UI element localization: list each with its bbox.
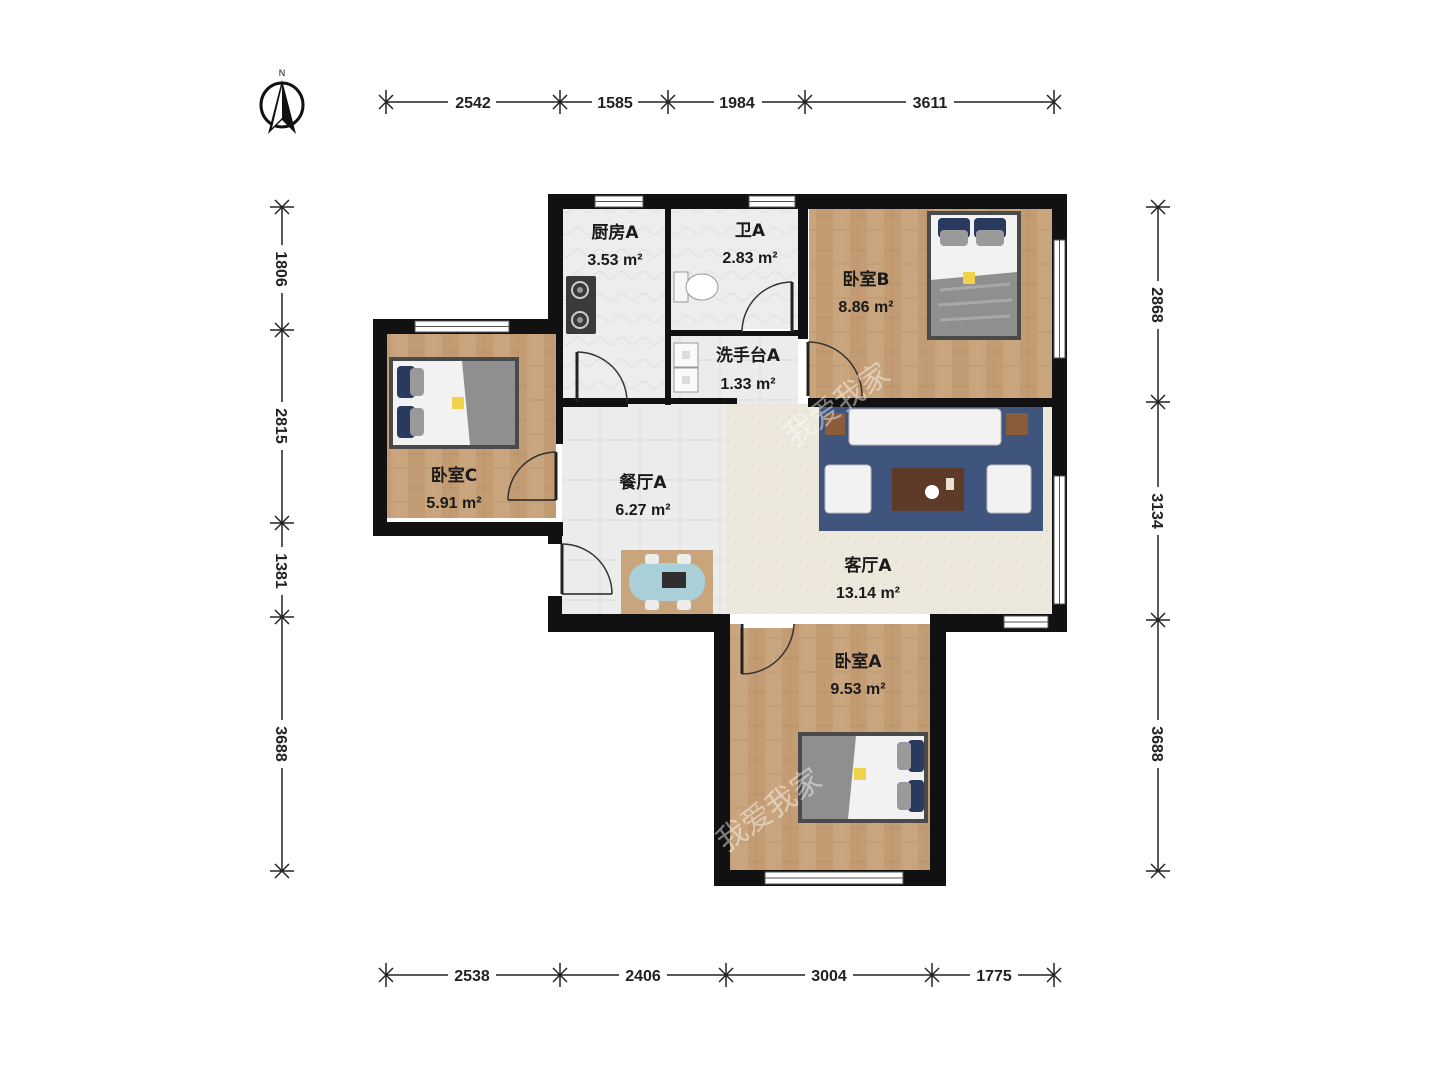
room-area-bedroom-c: 5.91 m² [426, 495, 481, 512]
dim-top-3: 1984 [719, 95, 755, 112]
dimension-left [270, 199, 294, 879]
bed-icon [798, 732, 928, 823]
dim-bottom-1: 2538 [454, 968, 490, 985]
bed-icon [389, 357, 519, 449]
dim-bottom-4: 1775 [976, 968, 1012, 985]
room-name-dining: 餐厅A [619, 472, 667, 493]
dim-right-3: 3688 [1148, 726, 1165, 762]
stove-icon [566, 276, 596, 334]
room-name-kitchen: 厨房A [591, 222, 639, 243]
room-name-bathroom: 卫A [735, 221, 766, 241]
doors [507, 281, 863, 675]
room-area-living: 13.14 m² [836, 585, 900, 602]
room-area-bedroom-a: 9.53 m² [830, 681, 885, 698]
dimension-right-labels: 2868 3134 3688 [1148, 281, 1168, 768]
dim-left-2: 2815 [272, 408, 289, 444]
room-area-bedroom-b: 8.86 m² [838, 299, 893, 316]
room-name-bedroom-c: 卧室C [431, 465, 477, 486]
room-labels: 厨房A 3.53 m² 卫A 2.83 m² 洗手台A 1.33 m² 卧室B … [426, 221, 900, 698]
dimension-bottom-labels: 2538 2406 3004 1775 [448, 965, 1018, 985]
dimension-bottom [378, 963, 1062, 987]
windows [414, 195, 1066, 885]
dim-top-4: 3611 [913, 95, 948, 112]
sink-icon [673, 342, 699, 393]
dim-top-1: 2542 [455, 95, 491, 112]
bed-icon [927, 211, 1021, 340]
room-name-washbasin: 洗手台A [716, 345, 781, 366]
dim-bottom-2: 2406 [625, 968, 661, 985]
dim-left-3: 1381 [272, 553, 289, 589]
dim-right-1: 2868 [1148, 287, 1165, 323]
north-compass-icon: N [259, 68, 305, 134]
room-area-dining: 6.27 m² [615, 502, 670, 519]
dimension-left-labels: 1806 2815 1381 3688 [272, 245, 292, 768]
sofa-set-icon [819, 407, 1043, 531]
room-area-washbasin: 1.33 m² [720, 376, 775, 393]
room-name-bedroom-b: 卧室B [843, 269, 890, 290]
dim-left-4: 3688 [272, 726, 289, 762]
room-area-bathroom: 2.83 m² [722, 250, 777, 267]
dim-right-2: 3134 [1148, 493, 1165, 529]
dimension-top-labels: 2542 1585 1984 3611 [448, 92, 954, 112]
north-label: N [279, 68, 286, 78]
room-name-bedroom-a: 卧室A [834, 651, 882, 672]
room-name-living: 客厅A [843, 555, 892, 576]
dim-bottom-3: 3004 [811, 968, 847, 985]
dim-left-1: 1806 [272, 251, 289, 287]
room-area-kitchen: 3.53 m² [587, 252, 642, 269]
dim-top-2: 1585 [597, 95, 633, 112]
toilet-icon [673, 271, 719, 303]
dining-table-icon [621, 550, 713, 614]
